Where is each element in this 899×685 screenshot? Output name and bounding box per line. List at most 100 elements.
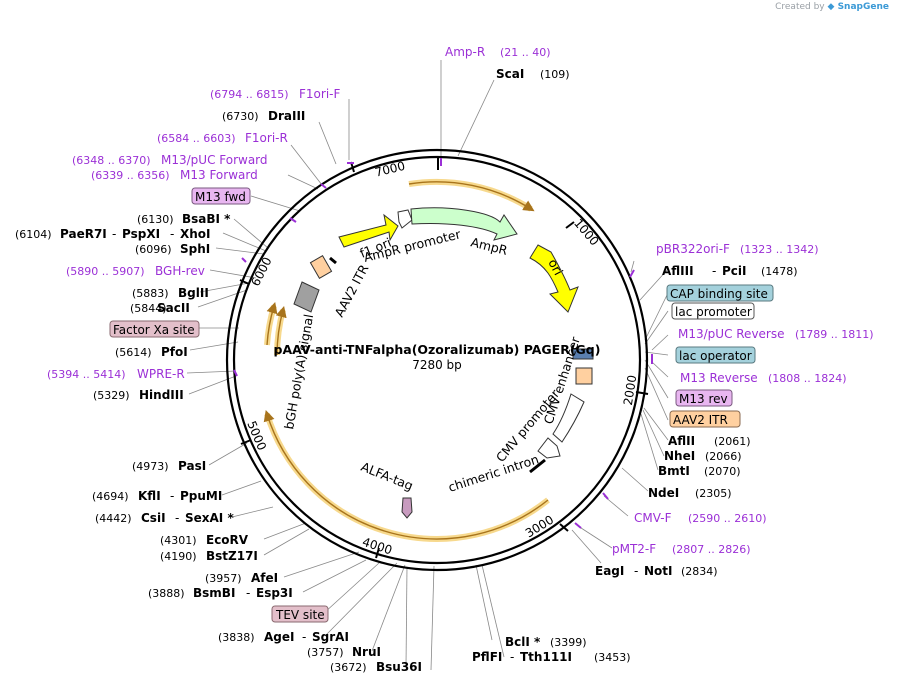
enzyme-label: PaeR7I (60, 227, 107, 241)
primer-label: pMT2-F (612, 542, 656, 556)
feature-aav2-itr-right (575, 367, 593, 385)
enzyme-label: BglII (178, 286, 209, 300)
enzyme-label: PciI (722, 264, 747, 278)
primer-range: (1323 .. 1342) (740, 243, 819, 256)
separator: - (246, 586, 250, 600)
primer-label: pBR322ori-F (656, 242, 730, 256)
primer-range: (1789 .. 1811) (795, 328, 874, 341)
annotation-boxes (109, 187, 774, 623)
ring-ticks (239, 156, 649, 559)
primer-label: F1ori-R (245, 131, 288, 145)
primer-range: (1808 .. 1824) (768, 372, 847, 385)
primer-label: CMV-F (634, 511, 672, 525)
feature-label: ori (545, 256, 566, 277)
enzyme-label: XhoI (180, 227, 211, 241)
enzyme-label: PflFI (472, 650, 502, 664)
enzyme-pos: (4190) (160, 550, 197, 563)
separator: - (112, 227, 116, 241)
enzyme-label: PasI (178, 459, 206, 473)
primer-label: M13 Reverse (680, 371, 758, 385)
primer-range: (2807 .. 2826) (672, 543, 751, 556)
enzyme-pos: (3757) (307, 646, 344, 659)
box-label: TEV site (275, 608, 325, 622)
box-label: lac promoter (675, 305, 752, 319)
enzyme-pos: (2305) (695, 487, 732, 500)
separator: - (170, 489, 174, 503)
enzyme-label: SphI (180, 242, 210, 256)
enzyme-label: EagI (595, 564, 624, 578)
enzyme-pos: (3957) (205, 572, 242, 585)
enzyme-label: NruI (352, 645, 381, 659)
enzyme-label: SexAI * (185, 511, 234, 525)
enzyme-pos: (109) (540, 68, 570, 81)
center-title: pAAV-anti-TNFalpha(Ozoralizumab) PAGER(G… (274, 342, 601, 372)
enzyme-label: KflI (138, 489, 161, 503)
primer-range: (5890 .. 5907) (66, 265, 145, 278)
feature-aav2-itr-left (309, 255, 333, 279)
tick-label: 2000 (621, 374, 640, 406)
enzyme-label: PfoI (161, 345, 188, 359)
enzyme-label: ScaI (496, 67, 524, 81)
enzyme-pos: (5329) (93, 389, 130, 402)
enzyme-label: BsaBI * (182, 212, 231, 226)
feature-label: ALFA-tag (359, 459, 415, 493)
feature-cmv-promoter (537, 437, 561, 459)
enzyme-label: NheI (664, 449, 695, 463)
feature-shapes (293, 207, 594, 519)
enzyme-pos: (4973) (132, 460, 169, 473)
enzyme-label: AflIII (662, 264, 694, 278)
snapgene-logo: ◆ SnapGene (827, 2, 889, 12)
enzyme-pos: (6096) (135, 243, 172, 256)
primer-range: (2590 .. 2610) (688, 512, 767, 525)
separator: - (712, 264, 716, 278)
primer-label: F1ori-F (299, 87, 340, 101)
site-annotations: Amp-R (21 .. 40) ScaI (109) (6794 .. 681… (15, 45, 874, 674)
enzyme-pos: (4694) (92, 490, 129, 503)
enzyme-pos: (4301) (160, 534, 197, 547)
primer-range: (21 .. 40) (500, 46, 551, 59)
box-label: Factor Xa site (113, 323, 195, 337)
feature-label: chimeric intron (446, 451, 540, 494)
enzyme-pos: (3838) (218, 631, 255, 644)
separator: - (302, 630, 306, 644)
primer-label: M13/pUC Reverse (678, 327, 785, 341)
feature-bgh-polya (293, 281, 320, 313)
plasmid-size: 7280 bp (412, 358, 462, 372)
enzyme-pos: (2070) (704, 465, 741, 478)
feature-cmv-enhancer (552, 393, 585, 443)
primer-label: BGH-rev (155, 264, 205, 278)
feature-alfa-tag (401, 497, 413, 519)
box-label: M13 fwd (195, 190, 246, 204)
enzyme-pos: (6104) (15, 228, 52, 241)
enzyme-label: Bsu36I (376, 660, 422, 674)
enzyme-label: PpuMI (180, 489, 222, 503)
primer-range: (6339 .. 6356) (91, 169, 170, 182)
box-label: AAV2 ITR (673, 413, 728, 427)
feature-label: bGH poly(A) signal (281, 313, 316, 431)
enzyme-label: Tth111I (520, 650, 572, 664)
enzyme-label: CsiI (141, 511, 166, 525)
brand-app: SnapGene (837, 2, 889, 12)
primer-label: M13 Forward (180, 168, 258, 182)
enzyme-pos: (3399) (550, 636, 587, 649)
enzyme-pos: (3453) (594, 651, 631, 664)
feature-f1-ori (338, 213, 399, 248)
snapgene-brand: Created by ◆ SnapGene (775, 2, 889, 12)
plasmid-name: pAAV-anti-TNFalpha(Ozoralizumab) PAGER(G… (274, 342, 601, 357)
enzyme-pos: (4442) (95, 512, 132, 525)
enzyme-label: BclI * (505, 635, 541, 649)
feature-ori (529, 244, 579, 313)
feature-lac-operator-mark (572, 348, 594, 360)
enzyme-label: BsmBI (193, 586, 235, 600)
primer-range: (6348 .. 6370) (72, 154, 151, 167)
feature-label: AAV2 ITR (331, 262, 371, 320)
enzyme-pos: (3888) (148, 587, 185, 600)
primer-label: Amp-R (445, 45, 485, 59)
primer-label: M13/pUC Forward (161, 153, 268, 167)
feature-ampr (410, 207, 518, 241)
enzyme-pos: (5844) (130, 302, 167, 315)
primer-label: WPRE-R (137, 367, 185, 381)
orf-arrows (263, 181, 549, 540)
feature-bars (329, 256, 546, 474)
